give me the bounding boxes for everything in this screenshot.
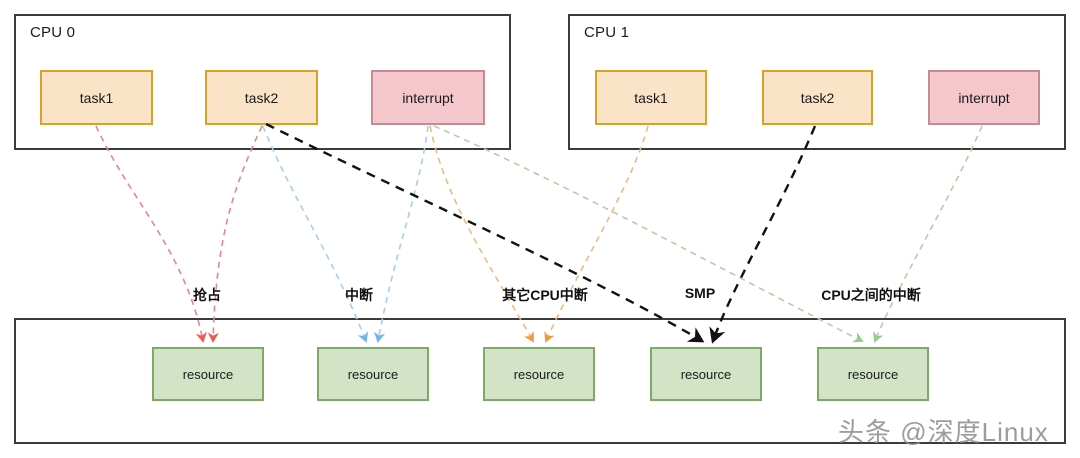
watermark: 头条 @深度Linux: [838, 417, 1049, 447]
edge-label-preempt: 抢占: [193, 287, 221, 303]
cpu1-task1-box[interactable]: task1: [595, 70, 707, 125]
node-label: task1: [79, 89, 114, 106]
edge-cpu1task1-res3: [544, 125, 649, 343]
cpu1-interrupt-box[interactable]: interrupt: [928, 70, 1040, 125]
cpu1-task2-box[interactable]: task2: [762, 70, 873, 125]
edge-cpu0task1-res1: [95, 125, 207, 343]
resource-box-4[interactable]: resource: [650, 347, 762, 401]
resource-box-1[interactable]: resource: [152, 347, 264, 401]
cpu0-interrupt-box[interactable]: interrupt: [371, 70, 485, 125]
cpu0-task1-box[interactable]: task1: [40, 70, 153, 125]
node-label: task2: [244, 89, 279, 106]
edge-cpu0irq-res2: [374, 125, 429, 343]
node-label: resource: [182, 366, 234, 382]
edge-label-smp: SMP: [684, 285, 716, 301]
edge-cpu0task2-res2: [262, 125, 369, 343]
node-label: task1: [634, 89, 668, 106]
edge-cpu0task2-res1: [207, 125, 263, 343]
node-label: resource: [847, 366, 899, 382]
resource-box-2[interactable]: resource: [317, 347, 429, 401]
edge-cpu1task2-res4: [709, 125, 817, 344]
edge-cpu0irq-res3: [429, 125, 534, 343]
node-label: interrupt: [402, 89, 454, 106]
cpu0-task2-box[interactable]: task2: [205, 70, 318, 125]
cpu1-title: CPU 1: [584, 24, 630, 41]
node-label: resource: [513, 366, 565, 382]
edge-label-inter-cpu-interrupt: CPU之间的中断: [821, 287, 921, 303]
resource-box-3[interactable]: resource: [483, 347, 595, 401]
edge-label-interrupt: 中断: [345, 287, 373, 303]
edge-cpu0task2-res4: [265, 122, 705, 343]
cpu0-title: CPU 0: [30, 24, 76, 41]
node-label: task2: [800, 89, 835, 106]
edge-cpu1irq-res5: [873, 125, 983, 343]
edge-cpu0irq-res5: [433, 125, 864, 343]
node-label: resource: [680, 366, 732, 382]
edge-label-other-cpu-interrupt: 其它CPU中断: [502, 287, 588, 303]
node-label: resource: [347, 366, 399, 382]
resource-box-5[interactable]: resource: [817, 347, 929, 401]
node-label: interrupt: [958, 89, 1010, 106]
